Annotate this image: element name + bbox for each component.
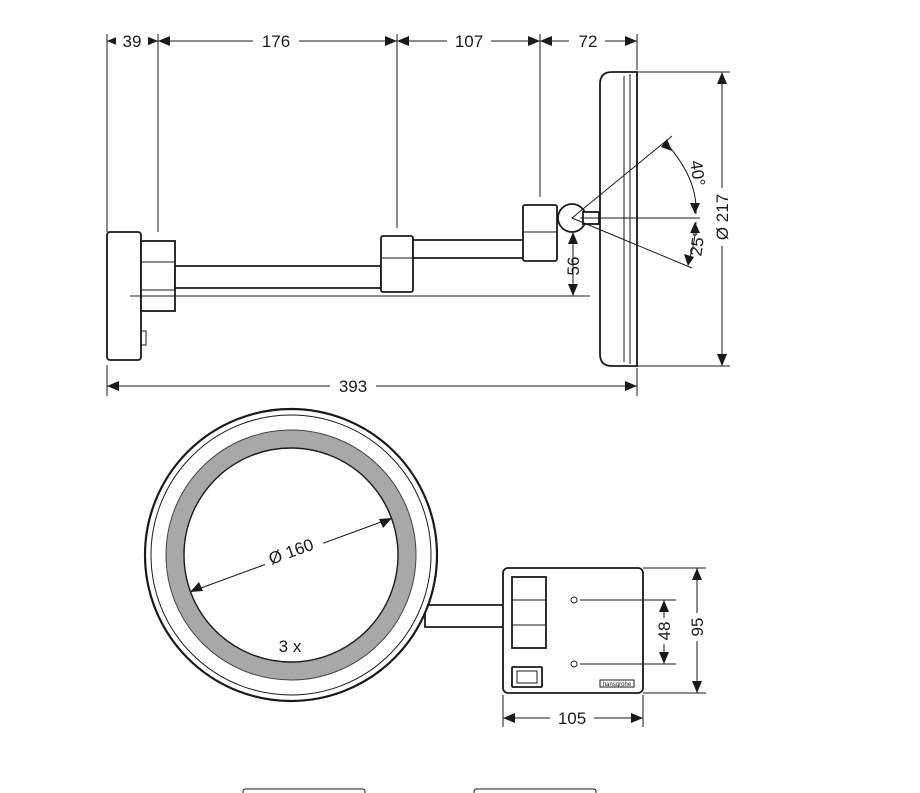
dim-diameter-217-label: Ø 217	[713, 194, 732, 240]
first-joint-block	[140, 240, 176, 312]
mirror-side-profile	[599, 71, 638, 367]
middle-joint	[380, 235, 414, 293]
dim-56-label: 56	[564, 257, 583, 276]
magnification-label: 3 x	[279, 637, 302, 656]
wall-plate-switch	[140, 330, 147, 346]
front-joint-block	[511, 576, 547, 649]
screw-bottom-icon	[570, 660, 578, 668]
dim-393-label: 393	[339, 377, 367, 396]
screw-top-icon	[570, 596, 578, 604]
dim-48-label: 48	[655, 622, 674, 641]
dim-176-label: 176	[262, 32, 290, 51]
angle-25-label: 25°	[686, 229, 708, 257]
cropped-edge-shapes	[242, 788, 597, 793]
dim-72-label: 72	[579, 32, 598, 51]
brand-mark: hansgrohe	[603, 682, 632, 688]
dim-95-label: 95	[688, 618, 707, 637]
outer-joint	[522, 204, 558, 262]
dim-105-label: 105	[558, 709, 586, 728]
second-arm	[412, 239, 528, 259]
front-arm	[424, 604, 506, 628]
switch-button[interactable]	[511, 666, 543, 688]
angle-40-label: 40°	[686, 159, 708, 187]
first-arm	[174, 265, 382, 289]
side-view: 39 176 107 72 393 56 Ø 217 40° 25°	[106, 31, 732, 396]
dim-107-label: 107	[455, 32, 483, 51]
dim-39-label: 39	[123, 32, 142, 51]
front-view: Ø 160 3 x hansgrohe 48 95	[143, 407, 707, 728]
